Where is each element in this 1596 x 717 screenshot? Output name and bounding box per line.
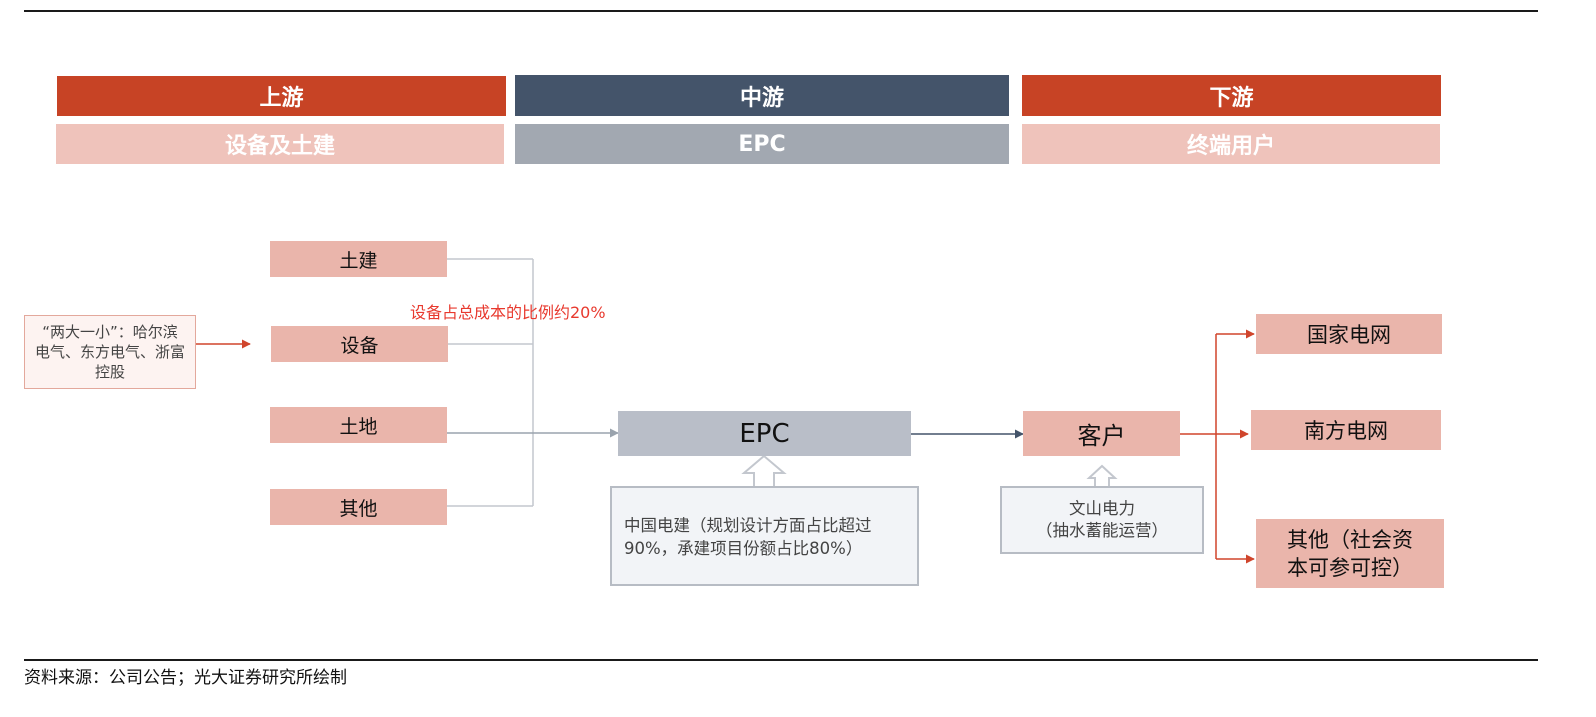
supplier-note-text: “两大一小”：哈尔滨电气、东方电气、浙富控股	[35, 323, 186, 381]
up-arrow-customer	[1086, 464, 1118, 487]
upstream-item-equipment: 设备	[271, 326, 448, 362]
upstream-item-other: 其他	[270, 489, 447, 525]
supplier-note: “两大一小”：哈尔滨电气、东方电气、浙富控股	[24, 315, 196, 389]
end-user-southern-grid: 南方电网	[1251, 410, 1441, 450]
customer-note-line2: （抽水蓄能运营）	[1036, 521, 1168, 540]
cost-share-note: 设备占总成本的比例约20%	[410, 303, 606, 322]
end-user-other: 其他（社会资本可参可控）	[1256, 519, 1444, 588]
customer-note-line1: 文山电力	[1069, 499, 1135, 518]
upstream-item-land: 土地	[270, 407, 447, 443]
upstream-item-civil: 土建	[270, 241, 447, 277]
upstream-header: 上游	[57, 76, 506, 116]
midstream-header: 中游	[515, 75, 1009, 116]
customer-note: 文山电力 （抽水蓄能运营）	[1000, 486, 1204, 554]
upstream-subheader: 设备及土建	[56, 124, 504, 164]
source-note: 资料来源：公司公告；光大证券研究所绘制	[24, 668, 347, 688]
epc-box: EPC	[618, 411, 911, 456]
bottom-rule	[24, 659, 1538, 661]
customer-box: 客户	[1023, 411, 1180, 456]
midstream-subheader: EPC	[515, 124, 1009, 164]
epc-note-text: 中国电建（规划设计方面占比超过90%，承建项目份额占比80%）	[624, 516, 872, 558]
upstream-bracket	[447, 258, 534, 507]
epc-note: 中国电建（规划设计方面占比超过90%，承建项目份额占比80%）	[610, 486, 919, 586]
end-user-other-text: 其他（社会资本可参可控）	[1287, 527, 1413, 580]
customer-branch	[1180, 329, 1255, 564]
top-rule	[24, 10, 1538, 12]
downstream-subheader: 终端用户	[1022, 124, 1440, 164]
downstream-header: 下游	[1022, 75, 1441, 116]
up-arrow-epc	[741, 454, 787, 487]
end-user-state-grid: 国家电网	[1256, 314, 1442, 354]
